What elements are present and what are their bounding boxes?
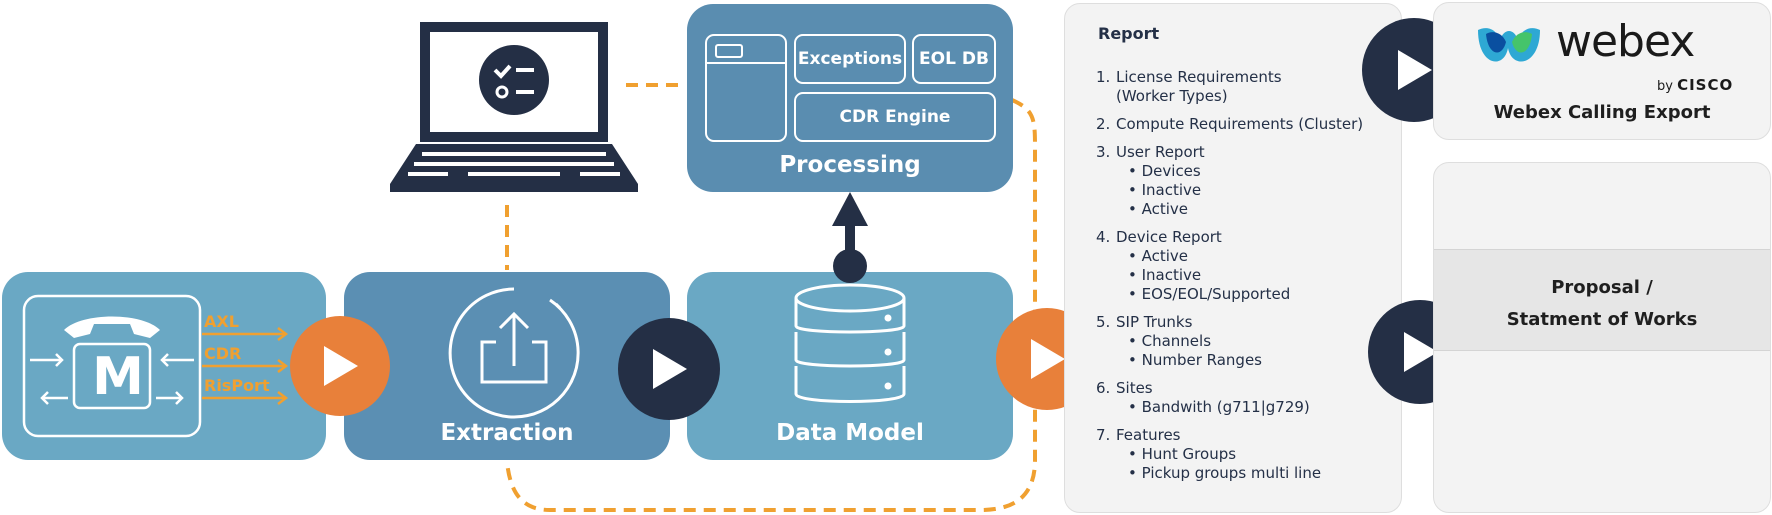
report-sub-item: • Hunt Groups <box>1128 445 1237 463</box>
database-icon <box>794 283 906 403</box>
report-item-text: Compute Requirements (Cluster) <box>1116 115 1364 133</box>
report-item-number: 3. <box>1096 143 1111 161</box>
cucm-logo-letter: M <box>92 347 144 407</box>
eol-db-module: EOL DB <box>912 34 996 84</box>
upload-icon <box>448 287 580 419</box>
report-item-continuation: (Worker Types) <box>1116 87 1228 105</box>
report-item-text: Features <box>1116 426 1181 444</box>
report-sub-item: • Bandwith (g711|g729) <box>1128 398 1310 416</box>
report-item-number: 6. <box>1096 379 1111 397</box>
play-icon <box>1031 339 1065 379</box>
report-item: 7. Features• Hunt Groups• Pickup groups m… <box>1096 426 1363 483</box>
play-button-source[interactable] <box>290 316 390 416</box>
data-model-label: Data Model <box>776 420 924 446</box>
report-sub-item: • Active <box>1128 247 1189 265</box>
play-icon <box>1398 50 1432 90</box>
data-model-box: Data Model <box>687 272 1013 460</box>
report-item-number: 1. <box>1096 68 1111 86</box>
cisco-text: CISCO <box>1677 76 1734 94</box>
play-icon <box>1404 332 1438 372</box>
report-item-text: SIP Trunks <box>1116 313 1193 331</box>
webex-logo-icon <box>1478 28 1540 62</box>
webex-calling-export-label: Webex Calling Export <box>1493 102 1711 123</box>
webex-panel <box>1433 2 1771 140</box>
by-cisco-text: by CISCO <box>1657 76 1733 94</box>
report-sub-item: • Inactive <box>1128 266 1202 284</box>
report-sub-item: • Active <box>1128 200 1189 218</box>
play-icon <box>324 346 358 386</box>
report-sub-item: • Pickup groups multi line <box>1128 464 1322 482</box>
report-title: Report <box>1098 24 1160 43</box>
protocol-arrows <box>202 327 289 405</box>
processing-label: Processing <box>779 152 921 178</box>
processing-box: Exceptions EOL DB CDR Engine Processing <box>687 4 1013 192</box>
report-item: 1. License Requirements(Worker Types) <box>1096 68 1363 106</box>
report-list: 1. License Requirements(Worker Types) 2. Co… <box>1096 68 1363 492</box>
cucm-icon <box>22 294 202 438</box>
play-button-extraction[interactable] <box>618 318 720 420</box>
protocol-risport: RisPort <box>204 376 270 395</box>
report-item-text: Device Report <box>1116 228 1222 246</box>
report-sub-item: • EOS/EOL/Supported <box>1128 285 1291 303</box>
report-item: 5. SIP Trunks• Channels• Number Ranges <box>1096 313 1363 370</box>
extraction-label: Extraction <box>440 420 574 446</box>
report-item-number: 7. <box>1096 426 1111 444</box>
report-sub-item: • Channels <box>1128 332 1212 350</box>
up-arrow-icon <box>832 192 868 283</box>
report-panel <box>1064 3 1402 513</box>
report-item: 4. Device Report• Active• Inactive• EOS/E… <box>1096 228 1363 304</box>
report-item-text: User Report <box>1116 143 1205 161</box>
report-item: 2. Compute Requirements (Cluster) <box>1096 115 1363 134</box>
report-item-number: 4. <box>1096 228 1111 246</box>
proposal-label-line1: Proposal / <box>1551 277 1653 298</box>
laptop-icon <box>390 22 638 192</box>
report-sub-item: • Number Ranges <box>1128 351 1262 369</box>
cdr-engine-module: CDR Engine <box>794 92 996 142</box>
extraction-box: Extraction <box>344 272 670 460</box>
play-icon <box>653 349 687 389</box>
report-sub-item: • Devices <box>1128 162 1201 180</box>
exceptions-module: Exceptions <box>794 34 906 84</box>
processing-window-module <box>705 34 787 142</box>
report-item: 3. User Report• Devices• Inactive• Active <box>1096 143 1363 219</box>
report-item: 6. Sites• Bandwith (g711|g729) <box>1096 379 1363 417</box>
report-sub-item: • Inactive <box>1128 181 1202 199</box>
source-cucm-box: M AXL CDR RisPort <box>2 272 326 460</box>
proposal-label-line2: Statment of Works <box>1506 309 1698 330</box>
report-item-number: 2. <box>1096 115 1111 133</box>
report-item-text: Sites <box>1116 379 1153 397</box>
report-item-number: 5. <box>1096 313 1111 331</box>
protocol-cdr: CDR <box>204 344 242 363</box>
protocol-axl: AXL <box>204 312 239 331</box>
webex-logo-word: webex <box>1556 16 1695 67</box>
by-text: by <box>1657 79 1673 94</box>
processing-loop-connector <box>505 98 1037 512</box>
report-item-text: License Requirements <box>1116 68 1282 86</box>
proposal-highlight-band <box>1434 249 1770 351</box>
